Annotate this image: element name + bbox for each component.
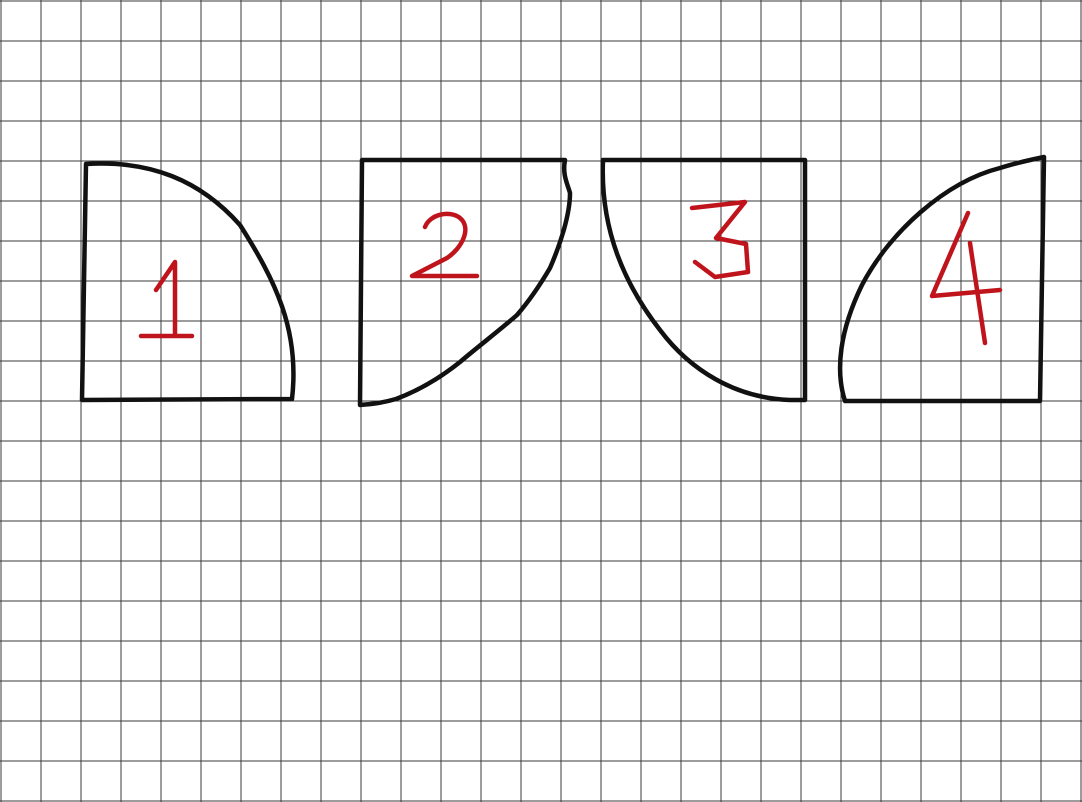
label-2-glyph [409, 211, 480, 279]
quarter-shape-4: 4 [837, 154, 1047, 404]
quarter-shape-1: 1 [79, 161, 296, 403]
quarter-shape-4-label: 4 [929, 210, 1003, 346]
label-1-glyph [138, 259, 195, 339]
label-4-glyph [929, 210, 1003, 346]
quarter-shape-3-outline [600, 157, 808, 403]
quarter-shape-2-label: 2 [409, 211, 480, 279]
quarter-shape-1-outline [79, 161, 296, 403]
label-3-glyph [689, 199, 751, 280]
quarter-shape-3-label: 3 [689, 199, 751, 280]
quarter-shape-1-label: 1 [138, 259, 195, 339]
quarter-shape-2: 2 [357, 157, 573, 408]
quarter-shape-3: 3 [600, 157, 808, 403]
quarter-shape-2-outline [357, 157, 573, 408]
label-2-text: 2 [445, 249, 446, 251]
label-1-text: 1 [170, 299, 171, 301]
quarter-shape-4-outline [837, 154, 1047, 404]
